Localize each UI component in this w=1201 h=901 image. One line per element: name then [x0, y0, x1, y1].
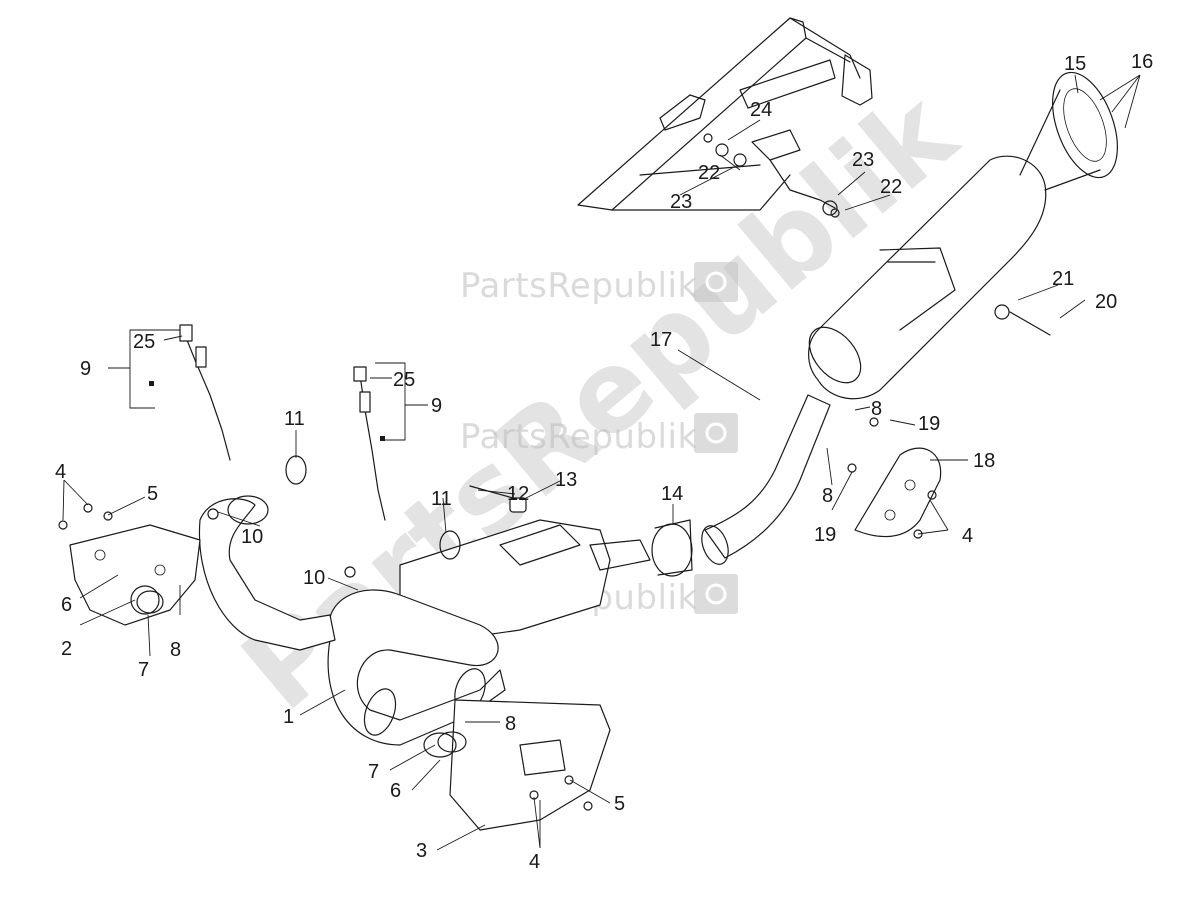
callout-4-left: 4: [55, 461, 66, 483]
callout-19-lower: 19: [814, 524, 836, 546]
callout-25-right: 25: [393, 369, 415, 391]
watermark-top: PartsRepublik: [460, 266, 698, 306]
callout-4-right: 4: [962, 525, 973, 547]
callout-10-left: 10: [241, 526, 263, 548]
callout-1: 1: [283, 706, 294, 728]
lambda-sensor-right: [353, 366, 386, 521]
gasket-11b: [439, 530, 461, 560]
callout-20: 20: [1095, 291, 1117, 313]
callout-22-right: 22: [880, 176, 902, 198]
callout-23-top: 23: [670, 191, 692, 213]
callout-5-left: 5: [147, 483, 158, 505]
callout-7-left: 7: [138, 659, 149, 681]
callout-10-middle: 10: [303, 567, 325, 589]
bolt-20: [1009, 311, 1051, 336]
callout-22-top: 22: [698, 162, 720, 184]
callout-17: 17: [650, 329, 672, 351]
callout-3: 3: [416, 840, 427, 862]
callout-21: 21: [1052, 268, 1074, 290]
callout-14: 14: [661, 483, 683, 505]
callout-labels: 1 2 3 4 4 4 5 5 6 6 7 7 8 8 8 8 9 9 10 1…: [55, 51, 1153, 873]
callout-24: 24: [750, 99, 772, 121]
callout-13: 13: [555, 469, 577, 491]
callout-8-right-upper: 8: [871, 398, 882, 420]
callout-15: 15: [1064, 53, 1086, 75]
rear-subframe: [577, 17, 873, 211]
washer-22: [822, 200, 838, 216]
callout-12: 12: [507, 483, 529, 505]
callout-8-left: 8: [170, 639, 181, 661]
callout-7-bottom: 7: [368, 761, 379, 783]
callout-5-bottom: 5: [614, 793, 625, 815]
callout-23-right: 23: [852, 149, 874, 171]
clamp: [651, 519, 693, 577]
heat-shield-right: [854, 447, 942, 538]
callout-11-left: 11: [284, 408, 305, 430]
callout-18: 18: [973, 450, 995, 472]
callout-4-bottom: 4: [529, 851, 540, 873]
link-pipe: [701, 394, 831, 565]
silencer: [808, 71, 1118, 400]
heat-shield-bottom: [423, 699, 611, 831]
gasket-11a: [285, 455, 307, 485]
spacer-13: [509, 497, 527, 513]
set-markers: [149, 381, 385, 441]
callout-16: 16: [1131, 51, 1153, 73]
callout-25-left: 25: [133, 331, 155, 353]
lambda-sensor-left: [179, 324, 231, 461]
callout-6-left: 6: [61, 594, 72, 616]
callout-8-right-lower: 8: [822, 485, 833, 507]
watermark-middle: PartsRepublik: [460, 417, 698, 457]
callout-6-bottom: 6: [390, 780, 401, 802]
washer-21: [994, 304, 1010, 320]
watermark-gear-icon: [694, 262, 738, 614]
heat-shield-left: [69, 524, 201, 626]
callout-9-right: 9: [431, 395, 442, 417]
callout-8-bottom: 8: [505, 713, 516, 735]
leader-lines: [62, 74, 1141, 851]
callout-2: 2: [61, 638, 72, 660]
small-parts: [58, 133, 1051, 811]
callout-9-left: 9: [80, 358, 91, 380]
callout-19-right: 19: [918, 413, 940, 435]
callout-11-middle: 11: [431, 488, 452, 510]
